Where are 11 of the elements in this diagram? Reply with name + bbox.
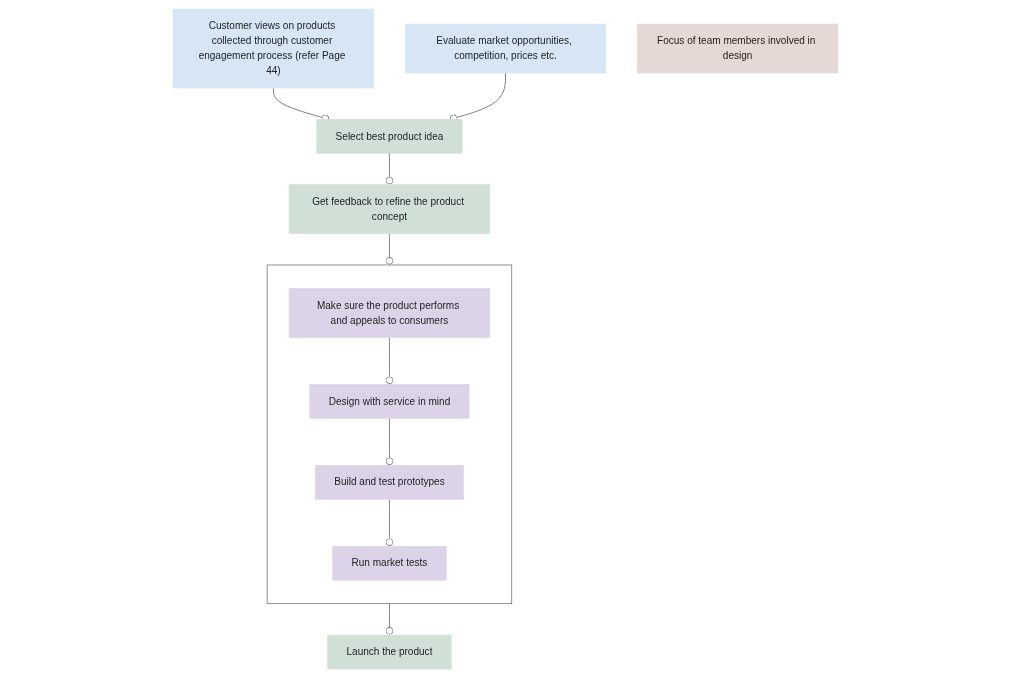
node-box: Run market tests (332, 545, 447, 580)
node-box: Design with service in mind (310, 383, 470, 419)
cluster (267, 264, 513, 604)
node-box: Make sure the product performs and appeals to consumers (289, 287, 491, 338)
node-box: Launch the product (327, 634, 453, 669)
node-box: Evaluate market opportunities, competition, prices etc. (405, 23, 607, 73)
node-box: Select best product idea (316, 118, 463, 154)
node-box: Customer views on products collected through customer engagement process (refer Page 44) (173, 8, 375, 88)
node-box: Focus of team members involved in design (637, 23, 839, 73)
node-box: Get feedback to refine the product concept (289, 183, 491, 234)
node-box: Build and test prototypes (315, 464, 465, 500)
